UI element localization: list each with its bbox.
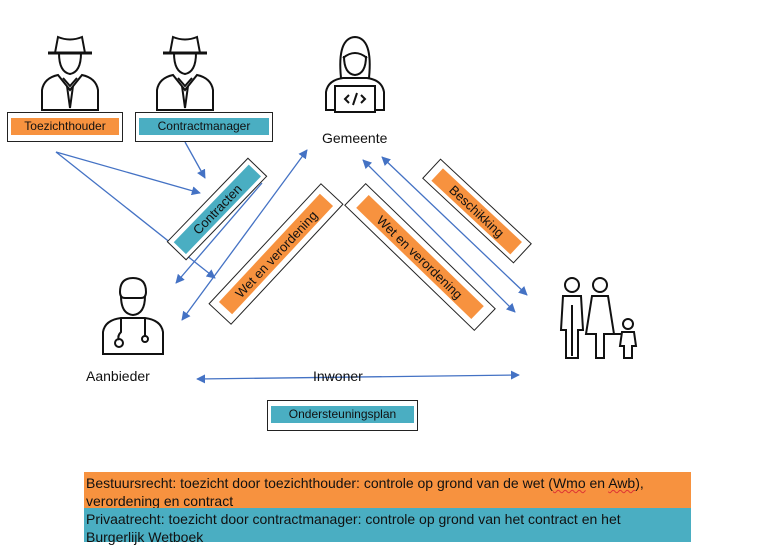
doctor-icon (102, 276, 164, 355)
inwoner-label: Inwoner (313, 368, 363, 384)
inspector-icon (156, 35, 214, 111)
legend-privaatrecht: Privaatrecht: toezicht door contractmana… (84, 508, 691, 545)
contracten-label: Contracten (166, 157, 268, 261)
contractmanager-label: Contractmanager (139, 118, 269, 135)
ondersteuningsplan-box: Ondersteuningsplan (267, 400, 418, 431)
legend-awb: Awb (608, 475, 636, 491)
wet-right-text: Wet en verordening (374, 213, 466, 302)
wet-left-text: Wet en verordening (232, 208, 320, 301)
legend-privaatrecht-line1: Privaatrecht: toezicht door contractmana… (86, 511, 621, 527)
family-icon (559, 277, 638, 359)
ondersteuningsplan-label: Ondersteuningsplan (271, 406, 414, 423)
legend-bestuursrecht-line2: verordening en contract (86, 493, 234, 509)
legend-wmo: Wmo (552, 475, 586, 491)
beschikking-text: Beschikking (446, 182, 507, 240)
legend-bestuursrecht-text: Bestuursrecht: toezicht door toezichthou… (86, 475, 553, 491)
aanbieder-label: Aanbieder (86, 368, 150, 384)
legend-bestuursrecht: Bestuursrecht: toezicht door toezichthou… (84, 472, 691, 509)
legend-bestuursrecht-end: ), (635, 475, 644, 491)
legend-en: en (585, 475, 609, 491)
contractmanager-box: Contractmanager (135, 112, 273, 142)
toezichthouder-box: Toezichthouder (7, 112, 123, 142)
inspector-icon (41, 35, 99, 111)
programmer-icon (325, 35, 385, 113)
legend-privaatrecht-line2: Burgerlijk Wetboek (86, 529, 204, 545)
gemeente-label: Gemeente (322, 130, 388, 146)
toezichthouder-label: Toezichthouder (11, 118, 119, 135)
